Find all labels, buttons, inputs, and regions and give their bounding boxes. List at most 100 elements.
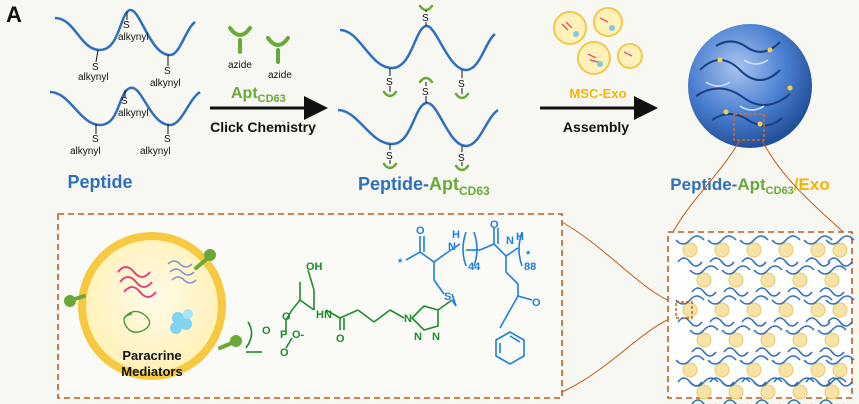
lattice-exosome-16 [832,302,848,318]
svg-text:OH: OH [306,261,323,273]
conj-thio-5: S [386,151,393,162]
lattice-exosome-15 [810,302,826,318]
lattice-peptide [785,325,815,357]
svg-text:N: N [414,331,422,343]
svg-text:*: * [526,249,531,261]
lattice-peptide [771,235,801,267]
phosphate-linker-structure [245,269,453,353]
lattice-exosome-3 [778,242,794,258]
conj-thio-4: S [422,87,429,98]
conj-thio-3: S [458,79,465,90]
svg-text:O: O [280,347,289,359]
svg-text:O: O [416,225,425,237]
click-chemistry-label: Click Chemistry [210,119,316,135]
lattice-exosome-1 [714,242,730,258]
alkynyl-label-2: alkynyl [78,72,109,83]
azide-aptamer-icon-1 [228,26,252,54]
lattice-peptide [785,265,815,297]
aptamer-label: AptCD63 [231,85,286,105]
lattice-exosome-12 [714,302,730,318]
lattice-exosome-22 [682,362,698,378]
thio-label-4: S [121,96,128,107]
lattice-peptide [753,265,783,297]
lattice-peptide [739,295,769,327]
azide-aptamer-icon-2 [266,36,290,64]
lattice-peptide [825,295,855,327]
lattice-peptide [721,325,751,357]
svg-text:P: P [280,329,287,341]
lattice-peptide [817,377,847,404]
lattice-exosome-24 [746,362,762,378]
azide-label-1: azide [228,60,252,71]
thio-label-5: S [92,134,99,145]
lattice-peptide [721,377,751,404]
svg-text:O: O [532,297,541,309]
svg-text:N: N [432,331,440,343]
peptide-chain-top [54,8,196,57]
svg-text:O-: O- [292,329,305,341]
lattice-peptide [817,325,847,357]
lattice-peptide [825,235,855,267]
alkynyl-label-1: alkynyl [118,32,149,43]
lattice-exosome-7 [728,272,744,288]
alkynyl-label-4: alkynyl [118,108,149,119]
lattice-exosome-6 [696,272,712,288]
lattice-peptide [689,265,719,297]
conj-thio-1: S [422,13,429,24]
polymer-atoms: * O H N O N H * S O [398,219,541,309]
vesicle-label-1: Paracrine [122,348,181,363]
lattice-exosome-4 [810,242,826,258]
azide-label-2: azide [268,70,292,81]
lattice-exosome-25 [778,362,794,378]
conjugated-aptamers [382,4,470,172]
lattice-peptide [753,377,783,404]
svg-text:O: O [490,219,499,231]
assembly-lattice [675,235,855,404]
lattice-peptide [689,377,719,404]
svg-text:N: N [448,241,456,253]
lattice-exosome-19 [760,332,776,348]
svg-text:H: H [516,231,524,243]
membrane-aptamers [64,249,242,350]
alkynyl-label-5: alkynyl [70,146,101,157]
svg-text:O: O [336,333,345,345]
peptide-caption: Peptide [67,172,132,192]
lattice-peptide [707,295,737,327]
lattice-exosome-5 [832,242,848,258]
lattice-exosome-13 [746,302,762,318]
lattice-peptide [825,355,855,387]
nanoparticle-icon [688,24,812,148]
lattice-exosome-9 [792,272,808,288]
lattice-peptide [803,295,833,327]
svg-text:O: O [282,311,291,323]
conj-thio-2: S [386,77,393,88]
panel-label: A [6,2,22,27]
lattice-exosome-29 [728,384,744,400]
exosome-cluster-icon [553,7,643,75]
lattice-exosome-2 [746,242,762,258]
thio-label-1: S [123,20,130,31]
repeat-44: 44 [468,261,481,273]
lattice-exosome-21 [824,332,840,348]
conjugate-caption: Peptide-AptCD63 [358,174,490,198]
zoom-connector-2 [761,139,844,233]
lattice-exosome-10 [824,272,840,288]
lattice-exosome-14 [778,302,794,318]
svg-text:O: O [262,325,271,337]
lattice-peptide [785,377,815,404]
msc-exo-label: MSC-Exo [569,86,626,101]
product-caption: Peptide-AptCD63/Exo [670,175,829,197]
conjugate-chain-top [339,24,496,72]
peptide-chain-bottom [49,86,201,127]
assembly-label: Assembly [563,119,629,135]
lattice-exosome-20 [792,332,808,348]
lattice-peptide [753,325,783,357]
lattice-peptide [707,235,737,267]
lattice-peptide [803,235,833,267]
lattice-exosome-0 [682,242,698,258]
lattice-highlight [675,301,693,319]
svg-text:H: H [452,229,460,241]
lattice-peptide [689,325,719,357]
lattice-peptide [817,265,847,297]
